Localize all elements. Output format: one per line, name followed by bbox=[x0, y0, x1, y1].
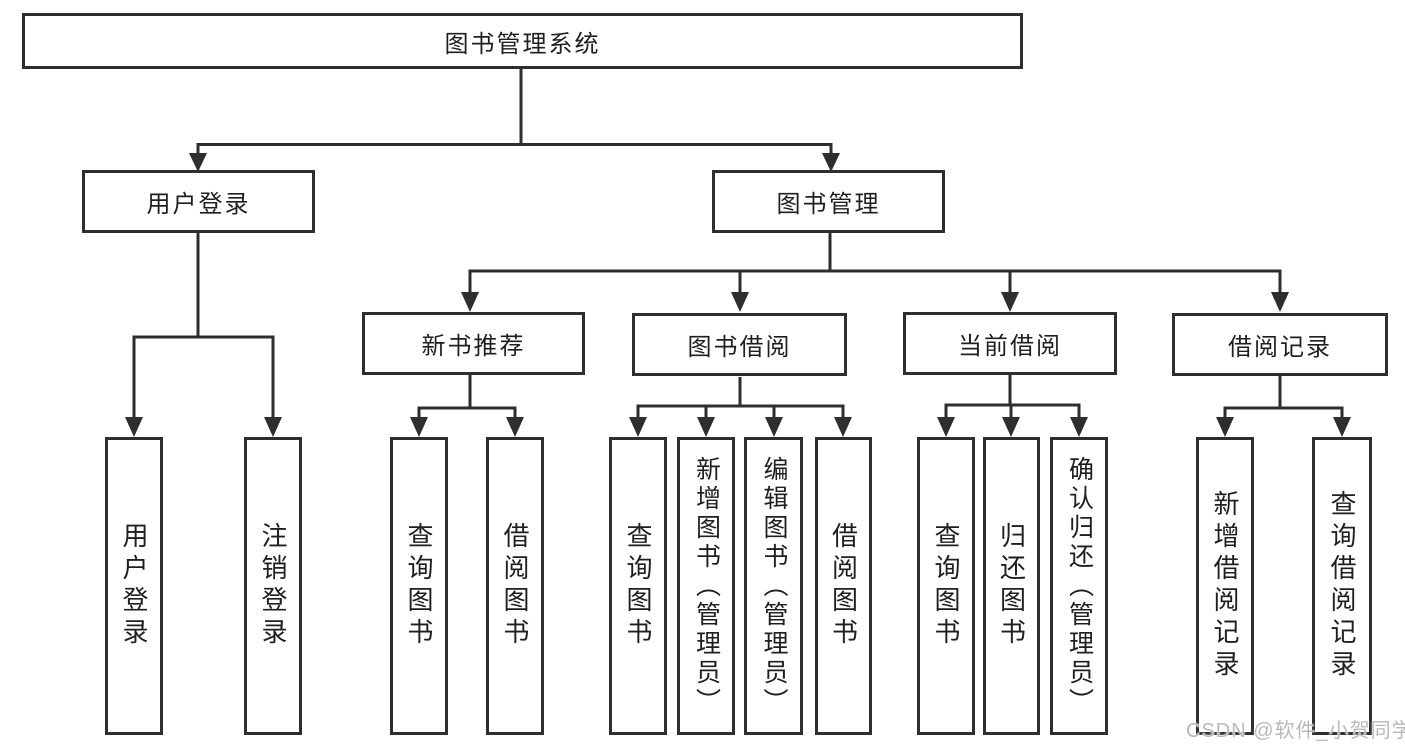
leaf-return-books: 归还图书 bbox=[983, 437, 1040, 735]
node-root-label: 图书管理系统 bbox=[444, 30, 601, 58]
leaf-borrow-books-label: 借阅图书 bbox=[828, 522, 859, 650]
node-book-management: 图书管理 bbox=[712, 170, 945, 233]
leaf-edit-books-admin: 编辑图书（管理员） bbox=[744, 437, 803, 735]
leaf-add-books-admin-label: 新增图书（管理员） bbox=[692, 455, 721, 717]
leaf-borrow-books-recommend: 借阅图书 bbox=[486, 437, 544, 735]
leaf-add-borrow-record: 新增借阅记录 bbox=[1196, 437, 1254, 735]
node-root: 图书管理系统 bbox=[22, 13, 1023, 69]
node-book-borrow: 图书借阅 bbox=[632, 313, 847, 376]
node-new-book-recommend-label: 新书推荐 bbox=[421, 333, 526, 360]
leaf-borrow-books: 借阅图书 bbox=[815, 437, 872, 735]
leaf-logout-label: 注销登录 bbox=[258, 522, 288, 650]
node-current-borrow: 当前借阅 bbox=[903, 312, 1117, 375]
node-borrow-records-label: 借阅记录 bbox=[1228, 334, 1332, 361]
connector-book-management bbox=[461, 233, 1289, 312]
leaf-confirm-return-admin-label: 确认归还（管理员） bbox=[1065, 455, 1094, 717]
leaf-confirm-return-admin: 确认归还（管理员） bbox=[1050, 437, 1108, 735]
leaf-borrow-books-recommend-label: 借阅图书 bbox=[500, 522, 530, 650]
leaf-query-books-borrow-label: 查询图书 bbox=[623, 522, 653, 650]
csdn-watermark: CSDN @软件_小贺同学 bbox=[1186, 720, 1405, 742]
leaf-add-books-admin: 新增图书（管理员） bbox=[677, 437, 735, 735]
connector-root bbox=[189, 69, 840, 172]
node-user-login: 用户登录 bbox=[82, 170, 315, 233]
leaf-user-login: 用户登录 bbox=[105, 437, 163, 735]
leaf-logout: 注销登录 bbox=[244, 437, 302, 735]
leaf-query-books-recommend: 查询图书 bbox=[390, 437, 448, 735]
leaf-add-borrow-record-label: 新增借阅记录 bbox=[1210, 490, 1240, 682]
leaf-query-borrow-record: 查询借阅记录 bbox=[1312, 437, 1372, 735]
leaf-user-login-label: 用户登录 bbox=[119, 522, 149, 650]
connector-user-login bbox=[125, 233, 282, 437]
node-new-book-recommend: 新书推荐 bbox=[362, 312, 585, 375]
node-book-borrow-label: 图书借阅 bbox=[687, 334, 792, 361]
node-borrow-records: 借阅记录 bbox=[1172, 313, 1388, 376]
leaf-query-books-recommend-label: 查询图书 bbox=[404, 522, 434, 650]
leaf-query-books-current: 查询图书 bbox=[917, 437, 975, 735]
node-user-login-label: 用户登录 bbox=[146, 191, 251, 218]
leaf-query-books-current-label: 查询图书 bbox=[931, 522, 961, 650]
connector-new-book bbox=[410, 375, 524, 437]
leaf-edit-books-admin-label: 编辑图书（管理员） bbox=[760, 455, 788, 717]
connector-borrow-records bbox=[1216, 376, 1351, 437]
leaf-return-books-label: 归还图书 bbox=[996, 522, 1027, 650]
connector-book-borrow bbox=[629, 377, 852, 437]
leaf-query-borrow-record-label: 查询借阅记录 bbox=[1327, 490, 1357, 682]
node-current-borrow-label: 当前借阅 bbox=[958, 333, 1062, 360]
connector-current-borrow bbox=[937, 375, 1088, 437]
node-book-management-label: 图书管理 bbox=[776, 191, 881, 218]
leaf-query-books-borrow: 查询图书 bbox=[609, 437, 667, 735]
